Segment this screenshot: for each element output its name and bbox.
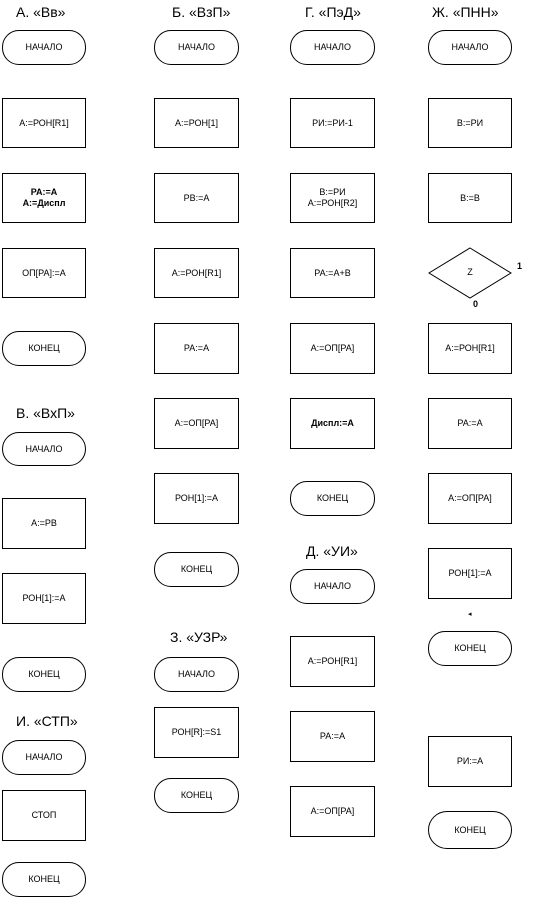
v-step-2[interactable]: РОН[1]:=А	[2, 573, 86, 624]
i-start-terminator[interactable]: НАЧАЛО	[2, 740, 86, 775]
d-step-1[interactable]: А:=РОН[R1]	[290, 636, 375, 687]
zh-condition-yes-label: 1	[517, 261, 523, 271]
title-z-uzr: З. «УЗР»	[170, 629, 228, 645]
b-step-5[interactable]: А:=ОП[РА]	[154, 398, 239, 449]
zh-step-1[interactable]: В:=РИ	[428, 98, 512, 148]
v-start-terminator[interactable]: НАЧАЛО	[2, 432, 86, 466]
a-step-2-line-1: РА:=А	[30, 187, 58, 197]
g-step-2-line-2: А:=РОН[R2]	[307, 198, 358, 208]
zh-condition-no-label: 0	[473, 299, 479, 309]
a-step-3[interactable]: ОП[РА]:=А	[2, 248, 86, 298]
a-step-2[interactable]: РА:=А А:=Диспл	[2, 173, 86, 223]
g-step-4[interactable]: А:=ОП[РА]	[290, 323, 375, 374]
a-end-terminator[interactable]: КОНЕЦ	[2, 331, 86, 366]
zh-arrow-marker: ◂	[468, 611, 472, 618]
title-v-vhp: В. «ВхП»	[16, 405, 75, 421]
zh-end-terminator[interactable]: КОНЕЦ	[428, 631, 512, 666]
b-start-terminator[interactable]: НАЧАЛО	[154, 30, 239, 65]
b-step-2[interactable]: РВ:=А	[154, 173, 239, 223]
v-end-terminator[interactable]: КОНЕЦ	[2, 657, 86, 692]
zh-step-2[interactable]: В:=В	[428, 173, 512, 223]
g-step-5[interactable]: Диспл:=А	[290, 398, 375, 449]
title-d-ui: Д. «УИ»	[306, 543, 358, 559]
title-b-vzp: Б. «ВзП»	[172, 4, 231, 20]
zh-step-5[interactable]: А:=ОП[РА]	[428, 473, 512, 524]
b-step-4[interactable]: РА:=А	[154, 323, 239, 374]
zh-step-4[interactable]: РА:=А	[428, 398, 512, 449]
z-end-terminator[interactable]: КОНЕЦ	[154, 778, 239, 813]
i-step-1[interactable]: СТОП	[2, 790, 86, 841]
b-step-1[interactable]: А:=РОН[1]	[154, 98, 239, 148]
title-a-vv: А. «Вв»	[16, 4, 66, 20]
zh-step-7[interactable]: РИ:=А	[428, 736, 512, 787]
zh-step-3[interactable]: А:=РОН[R1]	[428, 323, 512, 374]
g-end-terminator[interactable]: КОНЕЦ	[290, 481, 375, 516]
title-g-ped: Г. «ПэД»	[305, 4, 361, 20]
g-step-2-line-1: В:=РИ	[319, 187, 346, 197]
d-step-3[interactable]: А:=ОП[РА]	[290, 786, 375, 837]
a-step-2-line-2: А:=Диспл	[22, 198, 66, 208]
zh-condition-diamond[interactable]	[428, 247, 512, 299]
b-step-6[interactable]: РОН[1]:=А	[154, 473, 239, 524]
g-step-2[interactable]: В:=РИ А:=РОН[R2]	[290, 173, 375, 223]
i-end-terminator[interactable]: КОНЕЦ	[2, 862, 86, 897]
zh-end-terminator-2[interactable]: КОНЕЦ	[428, 811, 512, 849]
a-step-1[interactable]: А:=РОН[R1]	[2, 98, 86, 148]
z-start-terminator[interactable]: НАЧАЛО	[154, 657, 239, 692]
a-start-terminator[interactable]: НАЧАЛО	[2, 30, 86, 65]
title-i-stp: И. «СТП»	[16, 713, 78, 729]
g-step-3[interactable]: РА:=А+В	[290, 248, 375, 298]
g-step-1[interactable]: РИ:=РИ-1	[290, 98, 375, 148]
g-start-terminator[interactable]: НАЧАЛО	[290, 30, 375, 65]
z-step-1[interactable]: РОН[R]:=S1	[154, 707, 239, 758]
b-step-3[interactable]: А:=РОН[R1]	[154, 248, 239, 298]
b-end-terminator[interactable]: КОНЕЦ	[154, 552, 239, 587]
d-start-terminator[interactable]: НАЧАЛО	[290, 569, 375, 604]
zh-step-6[interactable]: РОН[1]:=А	[428, 548, 512, 599]
zh-condition-label: Z	[467, 267, 473, 277]
v-step-1[interactable]: А:=РВ	[2, 498, 86, 549]
zh-start-terminator[interactable]: НАЧАЛО	[428, 30, 512, 65]
title-zh-pnn: Ж. «ПНН»	[432, 4, 499, 20]
d-step-2[interactable]: РА:=А	[290, 711, 375, 762]
